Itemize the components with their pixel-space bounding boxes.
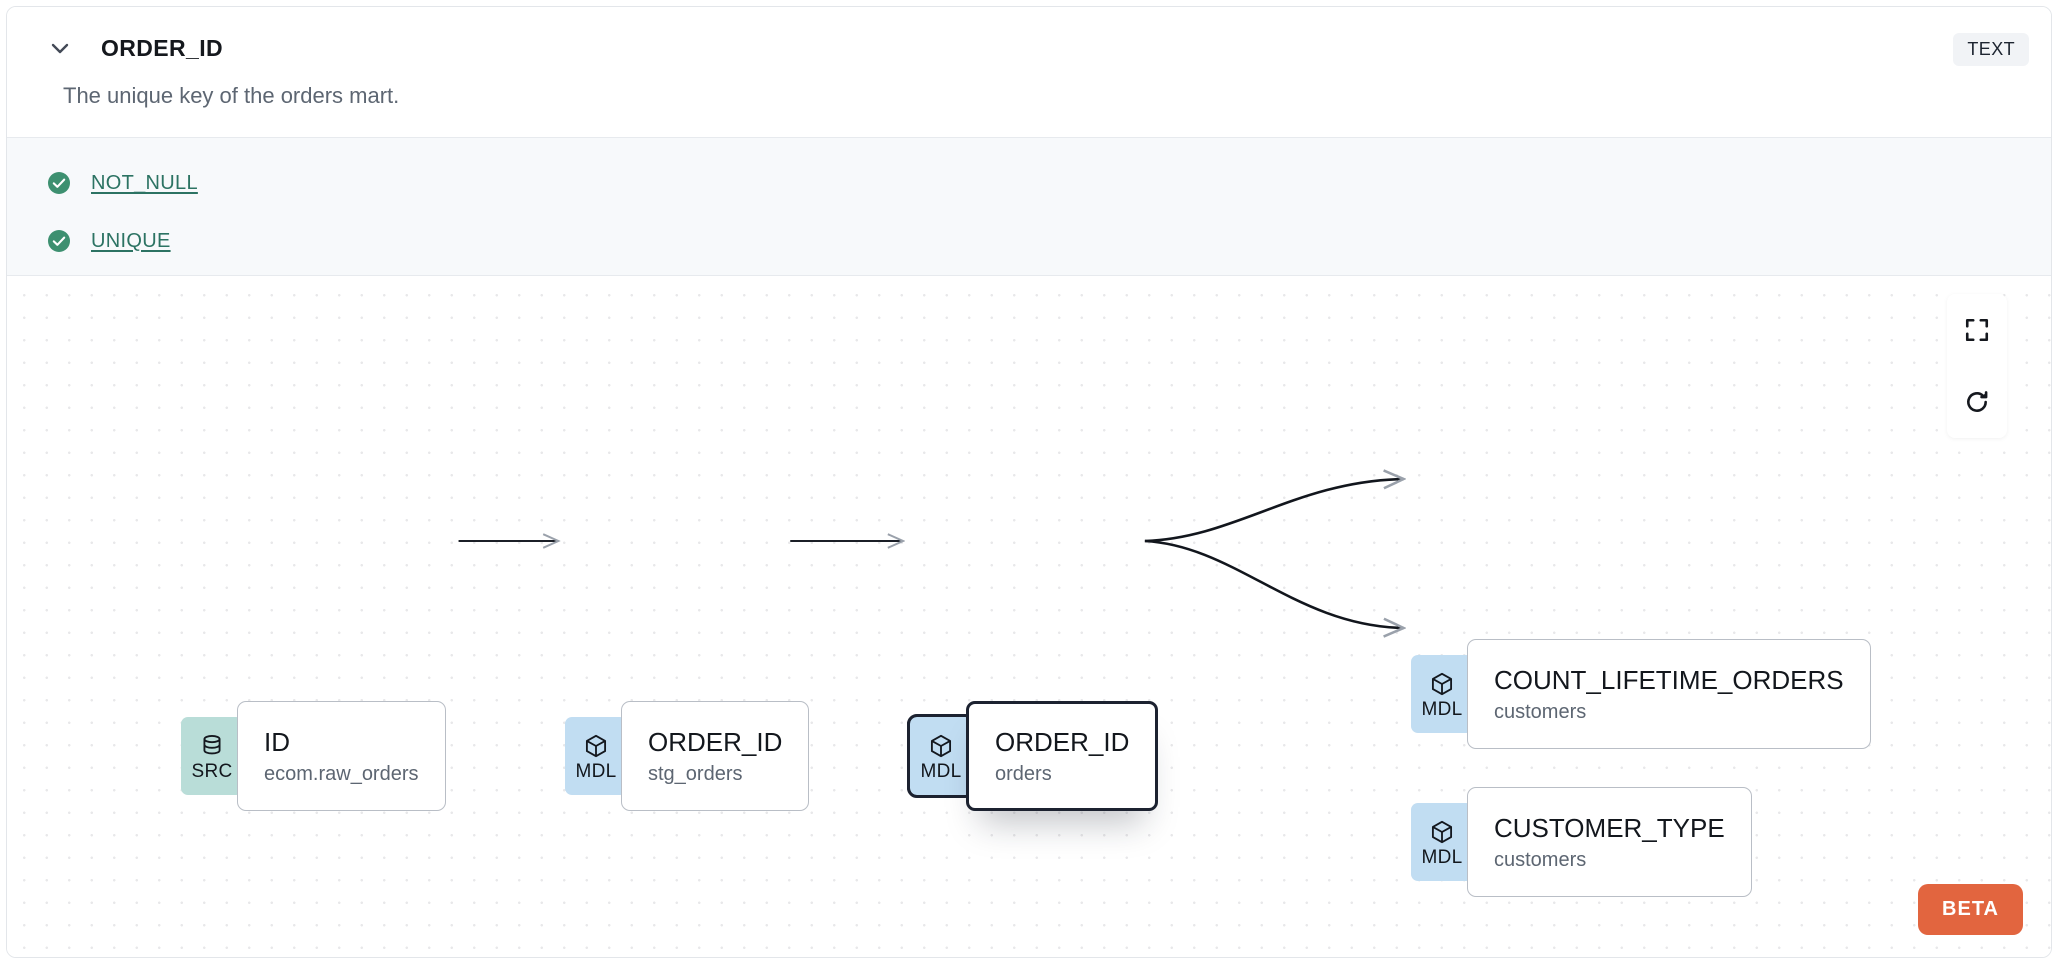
node-body: ID ecom.raw_orders (237, 701, 446, 811)
node-badge-label: MDL (575, 761, 617, 782)
beta-badge[interactable]: BETA (1918, 884, 2023, 935)
lineage-node-orders-order-id[interactable]: MDL ORDER_ID orders (907, 701, 1159, 811)
test-link-not-null[interactable]: NOT_NULL (91, 171, 198, 194)
node-badge-mdl: MDL (565, 717, 627, 795)
node-name: ID (264, 726, 290, 757)
column-type-badge: TEXT (1953, 33, 2029, 66)
chevron-down-icon[interactable] (43, 31, 77, 65)
column-detail-panel: ORDER_ID TEXT The unique key of the orde… (6, 6, 2052, 958)
node-body: CUSTOMER_TYPE customers (1467, 787, 1752, 897)
edge-n3-n4 (1144, 479, 1404, 543)
cube-icon (585, 734, 607, 758)
node-body: COUNT_LIFETIME_ORDERS customers (1467, 639, 1871, 749)
check-circle-icon (47, 171, 71, 195)
fullscreen-icon (1965, 318, 1989, 342)
edge-n3-n5 (1144, 539, 1404, 628)
database-icon (203, 735, 221, 755)
cube-icon (1431, 672, 1453, 696)
lineage-node-stg-order-id[interactable]: MDL ORDER_ID stg_orders (565, 701, 810, 811)
node-badge-label: MDL (920, 761, 962, 782)
reload-button[interactable] (1947, 366, 2007, 438)
node-subtitle: customers (1494, 701, 1587, 724)
node-subtitle: stg_orders (648, 763, 743, 786)
page-title: ORDER_ID (101, 34, 224, 61)
node-subtitle: customers (1494, 849, 1587, 872)
node-badge-mdl: MDL (907, 714, 975, 798)
lineage-node-count-lifetime-orders[interactable]: MDL COUNT_LIFETIME_ORDERS customers (1411, 639, 1871, 749)
test-row: UNIQUE (47, 216, 2051, 266)
canvas-controls (1947, 294, 2007, 438)
cube-icon (930, 734, 952, 758)
node-body: ORDER_ID orders (966, 701, 1159, 811)
refresh-icon (1967, 391, 1988, 412)
node-subtitle: orders (995, 763, 1052, 786)
fit-view-button[interactable] (1947, 294, 2007, 366)
tests-section: NOT_NULL UNIQUE (7, 137, 2051, 276)
node-name: COUNT_LIFETIME_ORDERS (1494, 664, 1844, 695)
lineage-canvas[interactable]: SRC ID ecom.raw_orders MDL ORDER_ID stg_… (7, 276, 2051, 957)
test-link-unique[interactable]: UNIQUE (91, 229, 171, 252)
panel-header: ORDER_ID TEXT The unique key of the orde… (7, 7, 2051, 137)
node-badge-label: SRC (191, 761, 233, 782)
column-description: The unique key of the orders mart. (63, 83, 400, 108)
node-badge-mdl: MDL (1411, 655, 1473, 733)
node-badge-mdl: MDL (1411, 803, 1473, 881)
node-badge-label: MDL (1421, 847, 1463, 868)
cube-icon (1431, 820, 1453, 844)
node-name: CUSTOMER_TYPE (1494, 812, 1725, 843)
node-badge-label: MDL (1421, 699, 1463, 720)
lineage-node-customer-type[interactable]: MDL CUSTOMER_TYPE customers (1411, 787, 1752, 897)
test-row: NOT_NULL (47, 158, 2051, 208)
node-name: ORDER_ID (995, 726, 1130, 757)
node-badge-src: SRC (181, 717, 243, 795)
node-body: ORDER_ID stg_orders (621, 701, 810, 811)
node-subtitle: ecom.raw_orders (264, 763, 419, 786)
lineage-node-id[interactable]: SRC ID ecom.raw_orders (181, 701, 446, 811)
node-name: ORDER_ID (648, 726, 783, 757)
check-circle-icon (47, 229, 71, 253)
title-row: ORDER_ID (33, 29, 2025, 67)
